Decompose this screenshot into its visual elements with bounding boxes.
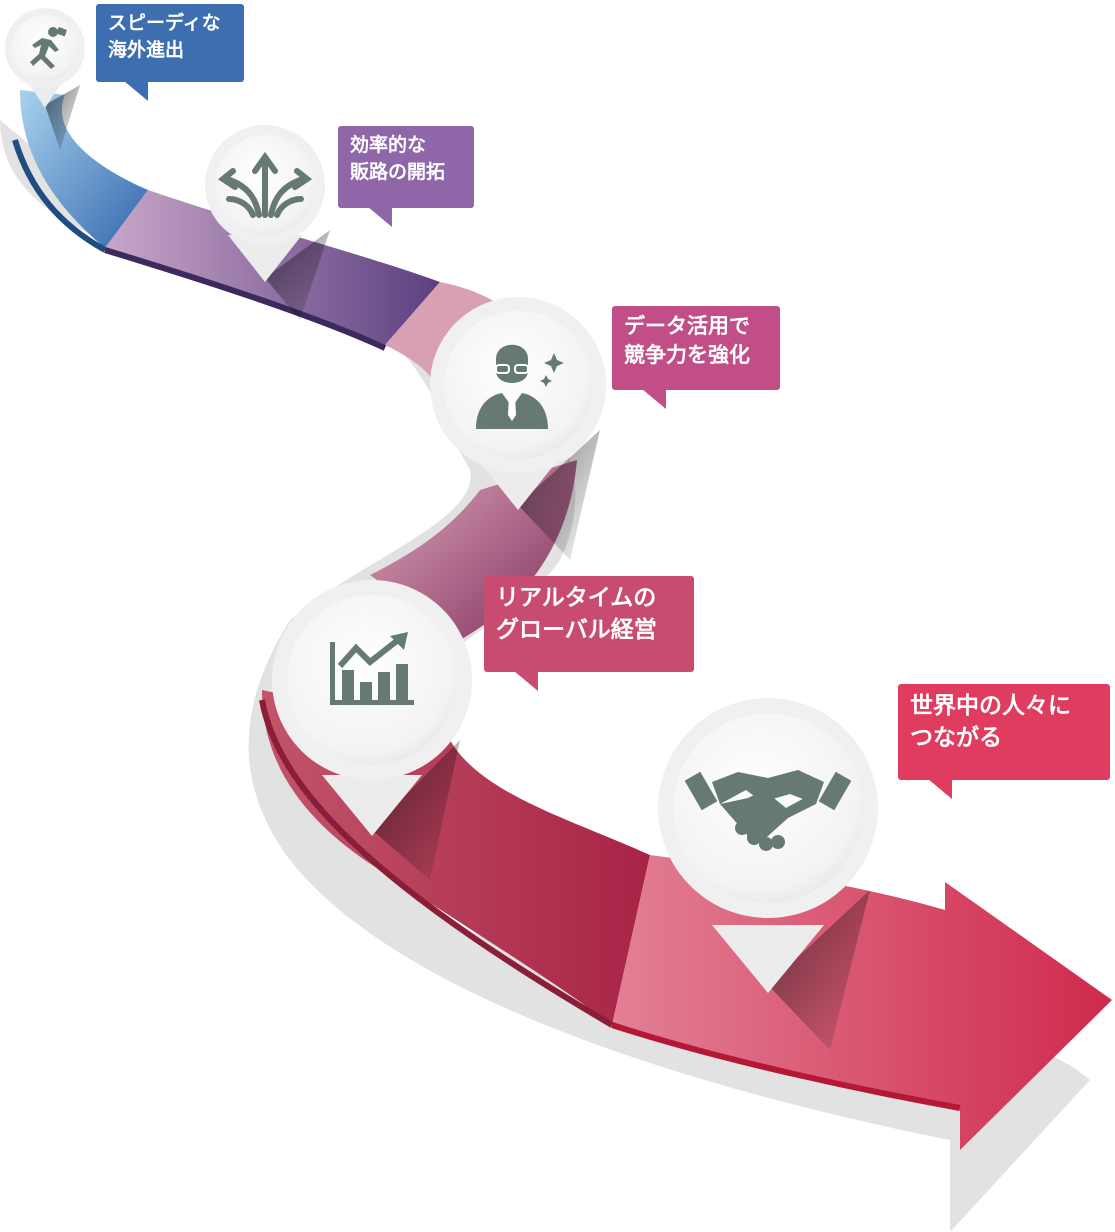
road-edge-red: [611, 1022, 961, 1111]
step-2-callout: 効率的な 販路の開拓: [338, 126, 474, 227]
step-2-line-1: 効率的な: [350, 134, 427, 156]
step-3-callout: データ活用で 競争力を強化: [612, 306, 780, 409]
step-4-line-2: グローバル経営: [496, 617, 657, 644]
step-1-callout: スピーディな 海外進出: [96, 4, 244, 101]
step-5-callout: 世界中の人々に つながる: [898, 684, 1110, 799]
step-1-line-2: 海外進出: [108, 38, 185, 61]
step-1-line-1: スピーディな: [108, 12, 221, 34]
step-5-line-1: 世界中の人々に: [910, 693, 1071, 719]
road-edge-purple: [104, 247, 387, 351]
road-edge-blue: [12, 139, 107, 253]
step-3-line-2: 競争力を強化: [624, 343, 750, 368]
step-2-line-2: 販路の開拓: [350, 160, 446, 183]
step-3-line-1: データ活用で: [624, 314, 750, 338]
step-4-callout: リアルタイムの グローバル経営: [484, 576, 694, 691]
step-5-line-2: つながる: [910, 725, 1002, 752]
step-4-line-1: リアルタイムの: [496, 585, 657, 611]
